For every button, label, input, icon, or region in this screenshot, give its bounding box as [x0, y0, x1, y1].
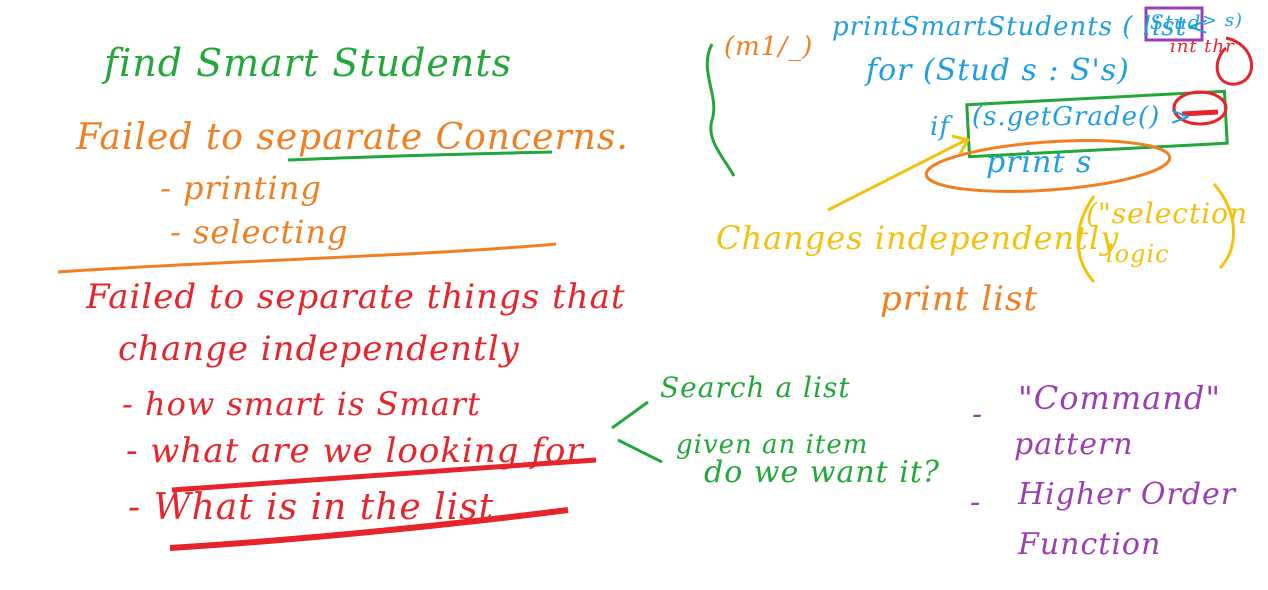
changes-independently: Changes independently [716, 219, 1120, 257]
code-int-threshold: int thr [1170, 36, 1235, 57]
green-code-brace [705, 43, 736, 177]
code-print: print s [986, 145, 1093, 180]
higher-order: Higher Order [1018, 477, 1237, 512]
code-for-loop: for (Stud s : S's) [866, 53, 1130, 88]
do-we-want-it: do we want it? [704, 455, 940, 490]
function-word: Function [1018, 527, 1162, 562]
item-in-list: - What is in the list [128, 487, 495, 528]
bullet-printing: - printing [160, 169, 322, 207]
code-condition: (s.getGrade() > [972, 102, 1193, 132]
bullet-selecting: - selecting [170, 213, 349, 251]
code-if: if [930, 112, 950, 142]
code-signature: printSmartStudents ( list< [832, 12, 1210, 42]
given-an-item: given an item [676, 430, 869, 460]
failed-separate-things: Failed to separate things that [86, 277, 626, 317]
command-quoted: "Command" [1018, 379, 1222, 417]
logic-word: logic [1106, 240, 1170, 268]
search-a-list: Search a list [660, 371, 851, 404]
item-looking-for: - what are we looking for [126, 431, 584, 471]
purple-dash-higher: - [970, 485, 982, 520]
selection-word: ("selection [1086, 197, 1249, 230]
green-connector-up [611, 400, 649, 430]
green-connector-down [617, 438, 663, 464]
command-pattern: pattern [1014, 427, 1134, 462]
code-signature-end: > s) [1202, 10, 1244, 31]
purple-dash-command: - [972, 397, 984, 432]
item-how-smart: - how smart is Smart [122, 385, 481, 423]
code-modifier: (m1/_) [724, 32, 814, 62]
change-independently: change independently [118, 329, 520, 369]
print-list: print list [880, 279, 1039, 319]
yellow-arrow [827, 134, 971, 212]
code-type-stud: Stud [1150, 10, 1202, 34]
title-find-smart-students: find Smart Students [104, 41, 513, 85]
failed-separate-concerns: Failed to separate Concerns. [76, 117, 629, 158]
